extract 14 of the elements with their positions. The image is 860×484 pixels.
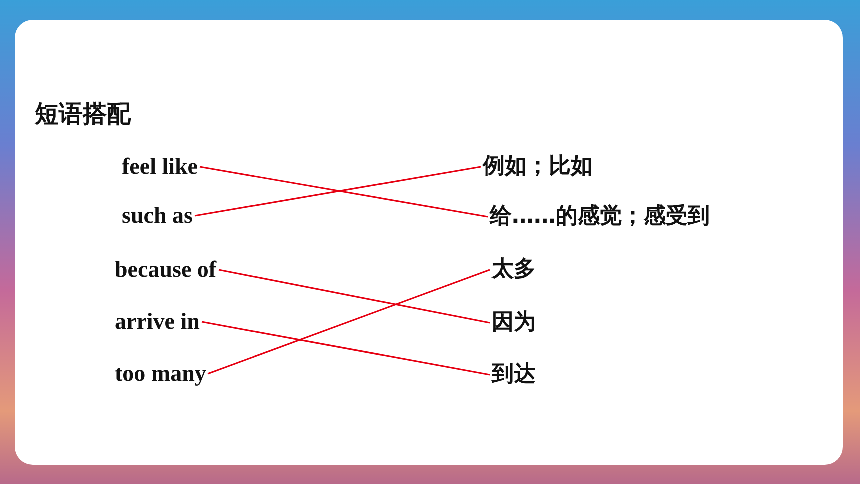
chinese-meaning: 到达 — [492, 362, 536, 388]
chinese-meaning: 太多 — [492, 257, 536, 284]
connector-line — [218, 269, 490, 324]
chinese-meaning: 给……的感觉；感受到 — [490, 204, 710, 230]
english-phrase: too many — [115, 360, 206, 388]
english-phrase: such as — [122, 202, 193, 230]
english-phrase: arrive in — [115, 308, 200, 336]
chinese-meaning: 例如；比如 — [483, 154, 593, 180]
english-phrase: feel like — [122, 153, 198, 181]
english-phrase: because of — [115, 256, 217, 284]
connector-line — [202, 321, 490, 376]
chinese-meaning: 因为 — [492, 310, 536, 336]
connector-line — [208, 269, 490, 375]
heading: 短语搭配 — [35, 99, 131, 130]
